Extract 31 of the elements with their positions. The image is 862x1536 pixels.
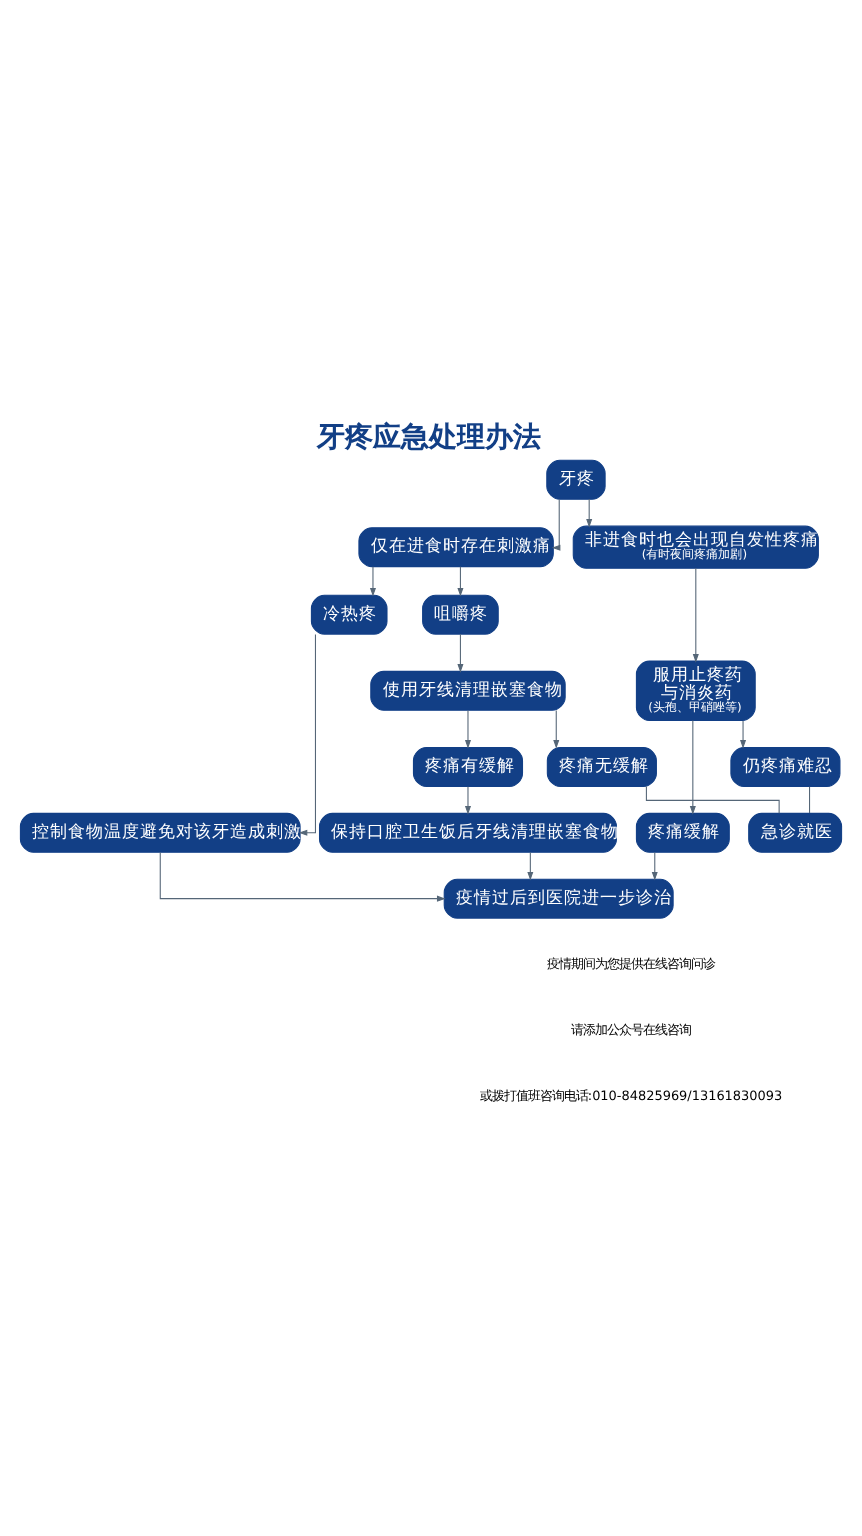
arrow <box>464 786 471 815</box>
node-box: 牙疼 <box>546 459 606 500</box>
arrow <box>551 498 561 551</box>
node-box: 疼痛有缓解 <box>412 746 524 787</box>
arrow <box>586 498 593 528</box>
node-box: 仅在进食时存在刺激痛 <box>358 527 554 568</box>
arrow <box>740 720 747 749</box>
node-box: 咀嚼疼 <box>422 594 499 635</box>
node-box: 保持口腔卫生饭后牙线清理嵌塞食物 <box>318 812 617 853</box>
node-box: 冷热疼 <box>310 594 388 635</box>
node-box: 疼痛缓解 <box>635 812 730 853</box>
arrow <box>369 566 376 597</box>
node-box: 控制食物温度避免对该牙造成刺激 <box>19 812 301 853</box>
node-box: 急诊就医 <box>748 812 843 853</box>
connector <box>645 785 780 814</box>
diagram-title: 牙疼应急处理办法 <box>317 422 542 455</box>
arrow <box>692 567 699 663</box>
arrow <box>159 852 446 902</box>
arrow <box>553 709 560 749</box>
arrow <box>689 720 696 815</box>
connector <box>809 786 811 814</box>
arrow <box>527 852 534 881</box>
node-box: 疼痛无缓解 <box>546 746 657 787</box>
arrow <box>457 633 464 673</box>
arrow <box>651 852 658 881</box>
node-box: 使用牙线清理嵌塞食物 <box>370 670 566 711</box>
arrow <box>464 709 471 749</box>
arrow <box>457 566 464 597</box>
node-box: 仍疼痛难忍 <box>730 746 841 787</box>
node-box: 疫情过后到医院进一步诊治 <box>443 878 674 919</box>
arrow <box>298 633 316 836</box>
